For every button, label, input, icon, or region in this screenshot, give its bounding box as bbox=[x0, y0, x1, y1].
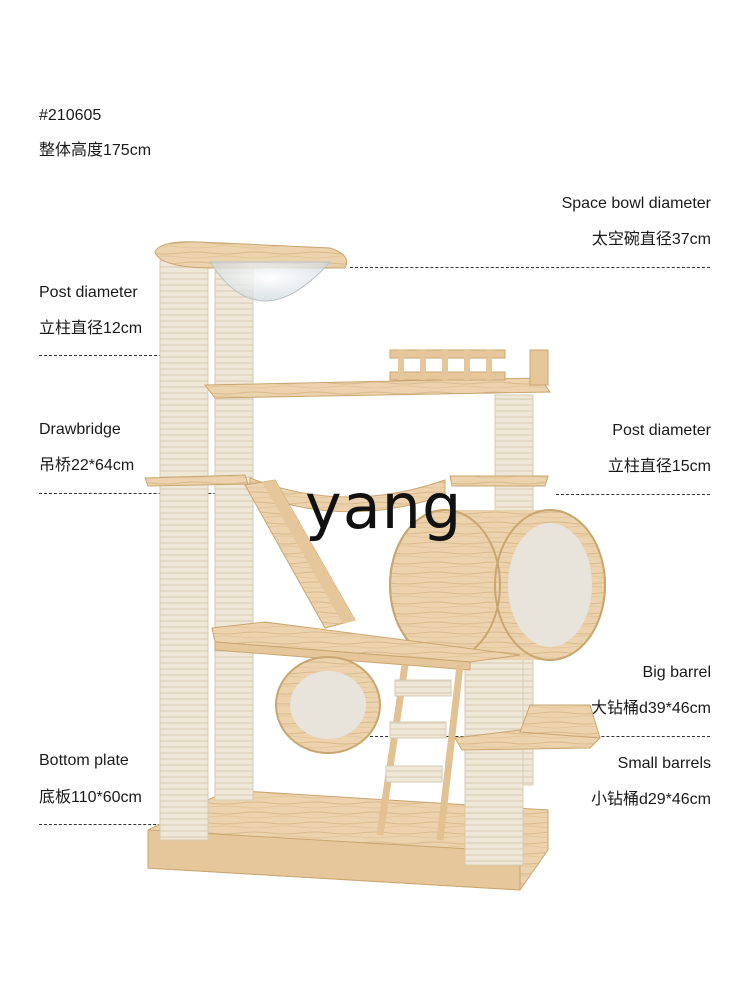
space-bowl-label-en: Space bowl diameter bbox=[561, 195, 711, 212]
space-bowl-label-zh: 太空碗直径37cm bbox=[591, 231, 711, 248]
space-bowl-leader-line bbox=[350, 267, 710, 268]
watermark: yang bbox=[305, 470, 463, 543]
small-barrel bbox=[275, 656, 381, 754]
middle-platform bbox=[211, 621, 521, 671]
drawbridge-label-zh: 吊桥22*64cm bbox=[39, 457, 135, 474]
small-barrels-label-zh: 小钻桶d29*46cm bbox=[590, 791, 711, 808]
upper-platform bbox=[204, 349, 551, 399]
bottom-plate-label-zh: 底板110*60cm bbox=[39, 789, 142, 806]
drawbridge-label-en: Drawbridge bbox=[39, 421, 121, 438]
post-left-leader-line bbox=[39, 355, 192, 356]
post-right-label-zh: 立柱直径15cm bbox=[607, 458, 711, 475]
ramp bbox=[244, 479, 356, 629]
big-barrel-label-en: Big barrel bbox=[642, 664, 711, 681]
post-right-label-en: Post diameter bbox=[612, 422, 711, 439]
right-lower-shelf bbox=[454, 704, 602, 751]
bottom-plate-label-en: Bottom plate bbox=[39, 752, 129, 769]
ladder bbox=[376, 664, 464, 841]
big-barrel-label-zh: 大钻桶d39*46cm bbox=[590, 700, 711, 717]
post-left-label-zh: 立柱直径12cm bbox=[39, 320, 143, 337]
small-barrels-label-en: Small barrels bbox=[617, 755, 711, 772]
post-left-label-en: Post diameter bbox=[39, 284, 138, 301]
front-posts bbox=[159, 254, 524, 866]
product-code: #210605 bbox=[39, 107, 102, 124]
overall-height: 整体高度175cm bbox=[39, 142, 152, 159]
big-barrel bbox=[389, 509, 606, 661]
top-platform bbox=[154, 241, 348, 302]
post-right-leader-line bbox=[556, 494, 710, 495]
space-bowl bbox=[209, 261, 332, 302]
